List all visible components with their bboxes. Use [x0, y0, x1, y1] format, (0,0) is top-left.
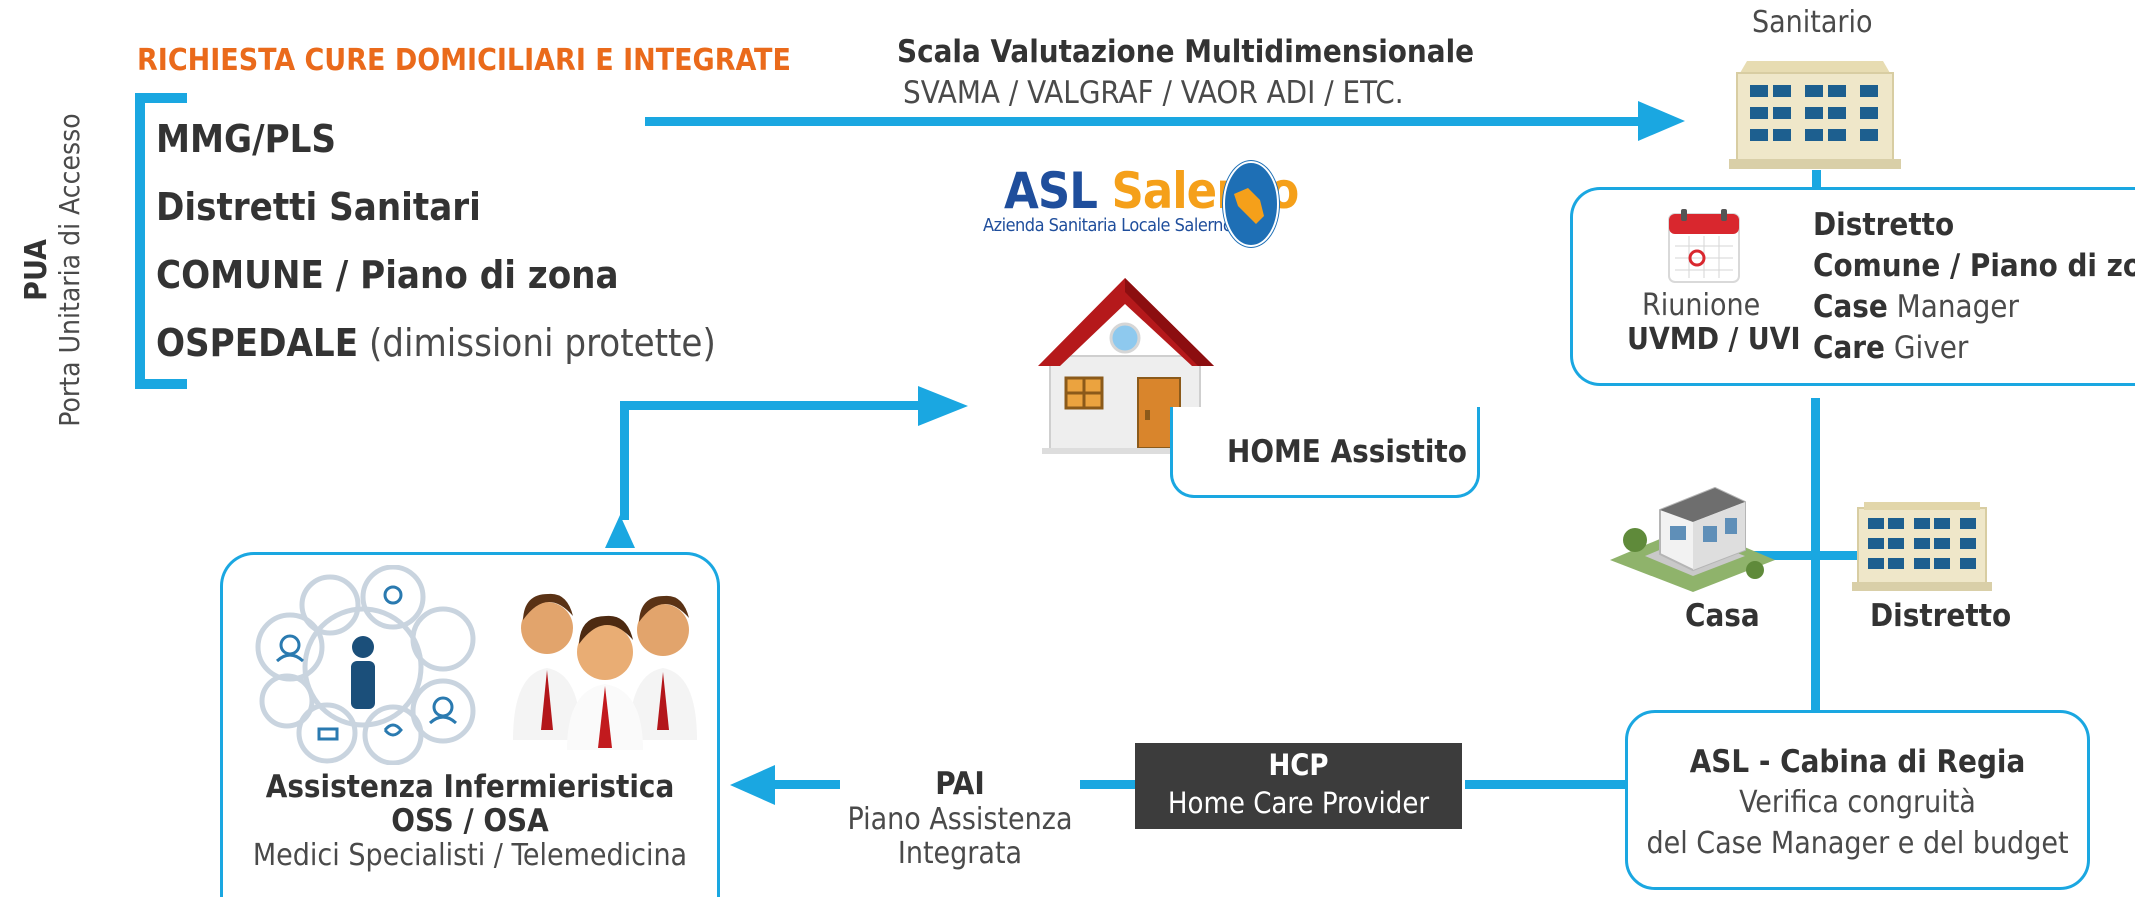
nursing-line2: OSS / OSA	[391, 803, 549, 839]
distretto-label: Distretto	[1870, 598, 2012, 634]
meeting-role-care-giver: Care Giver	[1813, 330, 1969, 366]
meeting-label-2: UVMD / UVI	[1627, 322, 1801, 357]
asl-regia-box	[1625, 710, 2090, 890]
meeting-box	[1570, 187, 2135, 386]
pua-full: Porta Unitaria di Accesso	[53, 113, 86, 427]
hcp-full: Home Care Provider	[1167, 786, 1430, 820]
hcp-abbr: HCP	[1268, 748, 1329, 782]
scale-subtitle: SVAMA / VALGRAF / VAOR ADI / ETC.	[903, 75, 1404, 111]
arrow-line-to-sanitario	[645, 117, 1645, 126]
telemedicine-network-icon	[245, 564, 480, 769]
request-title: RICHIESTA CURE DOMICILIARI E INTEGRATE	[137, 43, 791, 78]
request-item-comune: COMUNE / Piano di zona	[156, 253, 619, 297]
scale-title: Scala Valutazione Multidimensionale	[897, 34, 1475, 70]
nursing-line1: Assistenza Infermieristica	[265, 769, 675, 805]
connector-sanitario-meeting	[1812, 170, 1821, 192]
arrow-head-to-sanitario	[1638, 101, 1685, 141]
connector-casa-distretto	[1740, 551, 1892, 560]
request-item-ospedale: OSPEDALE (dimissioni protette)	[156, 321, 716, 365]
residence-icon	[1605, 470, 1780, 599]
arrow-head-to-nursing	[730, 765, 775, 805]
house-icon	[1030, 270, 1230, 459]
pai-abbr: PAI	[840, 766, 1080, 802]
meeting-role-distretto: Distretto	[1813, 207, 1955, 243]
meeting-label-1: Riunione	[1642, 288, 1761, 323]
request-bracket-top	[135, 93, 187, 103]
asl-regia-line2: del Case Manager e del budget	[1646, 826, 2069, 861]
pai-line1: Piano Assistenza	[847, 802, 1073, 837]
asl-salerno-logo: ASL Salerno Azienda Sanitaria Locale Sal…	[980, 155, 1299, 255]
pai-line2: Integrata	[897, 836, 1023, 871]
logo-emblem-icon	[1222, 160, 1280, 248]
doctors-icon	[505, 590, 705, 754]
asl-regia-title: ASL - Cabina di Regia	[1689, 744, 2026, 780]
arrow-line-asl-hcp	[1465, 780, 1625, 789]
arrow-up-from-nursing	[605, 515, 635, 548]
district-building-icon	[1850, 500, 1995, 599]
hospital-building-icon	[1725, 55, 1905, 177]
home-label: HOME Assistito	[1227, 434, 1467, 470]
calendar-icon	[1667, 208, 1741, 288]
nursing-line3: Medici Specialisti / Telemedicina	[252, 838, 688, 873]
meeting-role-case-manager: Case Manager	[1813, 289, 2019, 325]
arrow-head-to-home	[918, 386, 968, 426]
home-assistito-box	[1170, 407, 1480, 498]
pua-label: PUA Porta Unitaria di Accesso	[19, 90, 100, 450]
asl-regia-line1: Verifica congruità	[1739, 785, 1976, 820]
hcp-box	[1135, 743, 1462, 829]
request-bracket-bottom	[135, 379, 187, 389]
connector-nursing-up	[620, 405, 629, 520]
meeting-role-comune: Comune / Piano di zona	[1813, 248, 2135, 284]
casa-label: Casa	[1685, 598, 1760, 634]
pua-abbr: PUA	[19, 239, 54, 301]
request-bracket	[135, 93, 145, 389]
arrow-line-to-home	[620, 401, 920, 410]
request-item-distretti: Distretti Sanitari	[156, 185, 481, 229]
request-item-mmg: MMG/PLS	[156, 117, 337, 161]
sanitario-label: Sanitario	[1752, 5, 1873, 40]
